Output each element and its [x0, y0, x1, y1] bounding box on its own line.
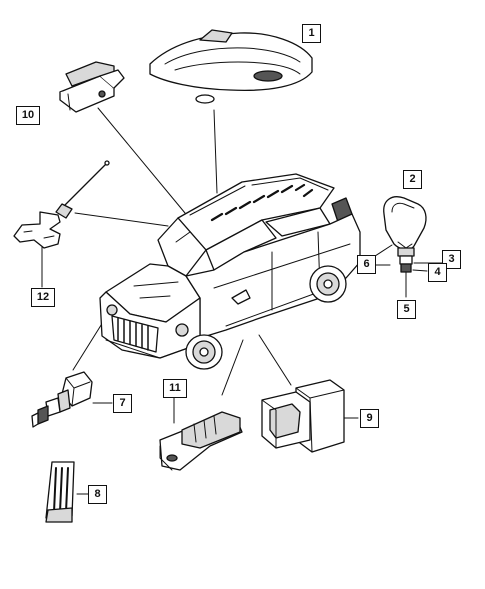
- callout-10: 10: [16, 106, 40, 125]
- callout-5: 5: [397, 300, 416, 319]
- callout-12: 12: [31, 288, 55, 307]
- impact-sensor-11-part: [159, 411, 243, 471]
- callout-8: 8: [88, 485, 107, 504]
- tpms-sensor-part: [383, 196, 427, 273]
- callout-4: 4: [428, 263, 447, 282]
- antenna-12-part: [13, 160, 110, 249]
- callout-1: 1: [302, 24, 321, 43]
- callout-7: 7: [113, 394, 132, 413]
- wiring-8-part: [45, 461, 75, 523]
- callout-11: 11: [163, 379, 187, 398]
- vehicle-body: [99, 173, 361, 370]
- overhead-console-part: [149, 29, 313, 104]
- sensor-10-part: [59, 61, 125, 113]
- module-9-part: [261, 379, 345, 453]
- callout-2: 2: [403, 170, 422, 189]
- sensor-7-part: [31, 371, 93, 428]
- callout-9: 9: [360, 409, 379, 428]
- callout-6: 6: [357, 255, 376, 274]
